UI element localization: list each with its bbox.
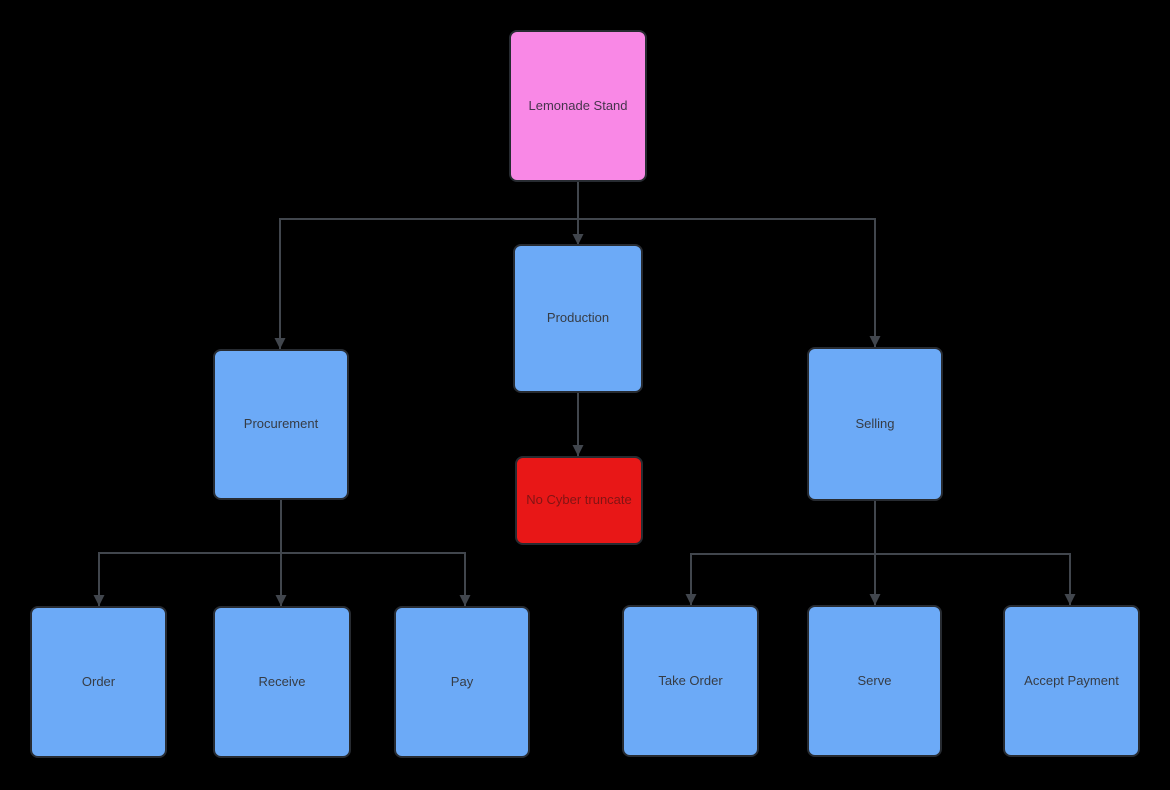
arrowhead-icon xyxy=(685,594,697,605)
node-receive[interactable]: Receive xyxy=(213,606,351,758)
arrowhead-icon xyxy=(274,338,286,349)
node-label: Accept Payment xyxy=(1024,672,1119,688)
node-label: Selling xyxy=(855,415,895,431)
arrowhead-icon xyxy=(1064,594,1076,605)
node-label: Receive xyxy=(258,673,306,689)
node-lemonade-stand[interactable]: Lemonade Stand xyxy=(509,30,647,182)
arrowhead-icon xyxy=(459,595,471,606)
node-label: Take Order xyxy=(658,672,723,688)
node-pay[interactable]: Pay xyxy=(394,606,530,758)
edge-procurement-pay[interactable] xyxy=(280,500,466,606)
node-label: Procurement xyxy=(243,416,319,432)
arrowhead-icon xyxy=(869,336,881,347)
node-label: Serve xyxy=(857,672,892,688)
node-label: No Cyber truncate xyxy=(526,492,632,508)
node-serve[interactable]: Serve xyxy=(807,605,942,757)
edge-lemonade-stand-selling[interactable] xyxy=(577,182,876,347)
node-accept-payment[interactable]: Accept Payment xyxy=(1003,605,1140,757)
node-label: Production xyxy=(546,310,610,326)
node-label: Pay xyxy=(450,673,474,689)
arrowhead-icon xyxy=(572,445,584,456)
node-order[interactable]: Order xyxy=(30,606,167,758)
arrowhead-icon xyxy=(572,234,584,245)
arrowhead-icon xyxy=(869,594,881,605)
edge-procurement-order[interactable] xyxy=(98,500,282,606)
node-production[interactable]: Production xyxy=(513,244,643,393)
arrowhead-icon xyxy=(275,595,287,606)
arrowhead-icon xyxy=(93,595,105,606)
edge-selling-take-order[interactable] xyxy=(690,501,876,605)
node-label: Lemonade Stand xyxy=(528,97,628,113)
node-selling[interactable]: Selling xyxy=(807,347,943,501)
edge-selling-accept-payment[interactable] xyxy=(874,501,1071,605)
node-label: Order xyxy=(81,673,116,689)
node-take-order[interactable]: Take Order xyxy=(622,605,759,757)
node-no-cyber-truncate[interactable]: No Cyber truncate xyxy=(515,456,643,545)
node-procurement[interactable]: Procurement xyxy=(213,349,349,500)
